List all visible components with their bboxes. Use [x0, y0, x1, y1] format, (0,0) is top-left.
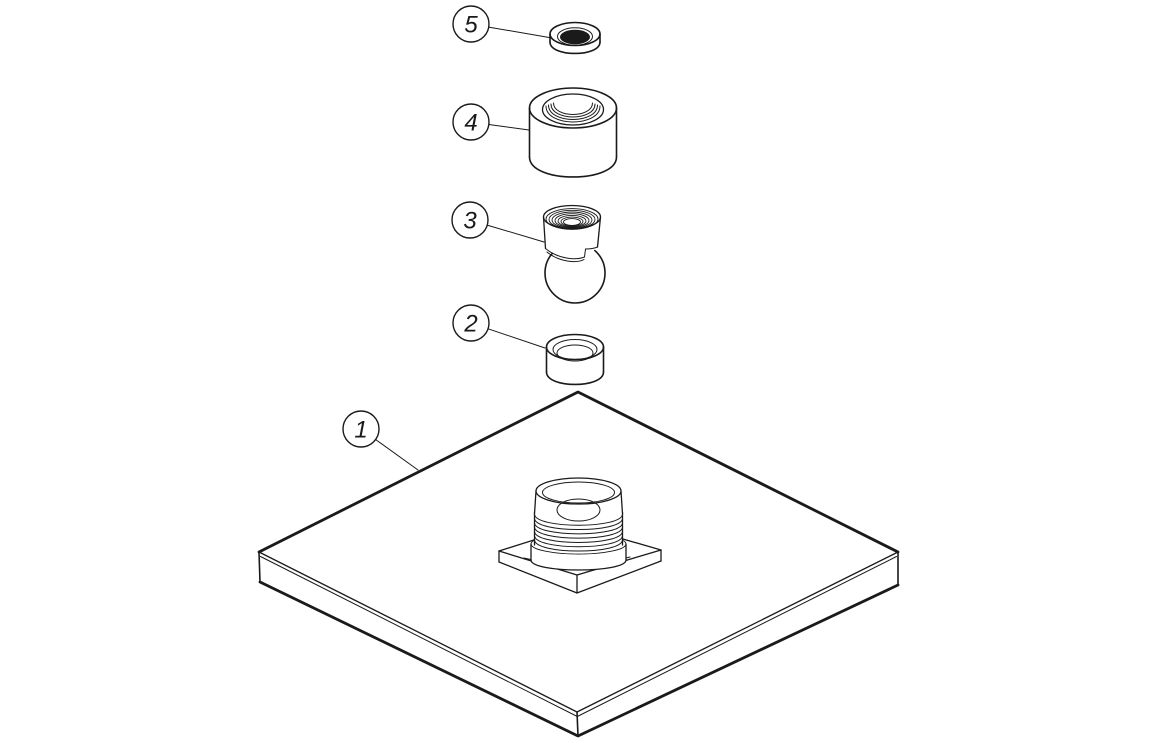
- boss-base-bottom-edges: [498, 560, 662, 594]
- callout-4-balloon: [452, 103, 490, 141]
- callout-1-number: 1: [354, 417, 367, 444]
- washer-bore-rim: [557, 27, 593, 46]
- callout-3-number: 3: [463, 208, 477, 235]
- plate-back-edges: [257, 390, 900, 554]
- callout-4-number: 4: [464, 110, 477, 137]
- part-seal-washer: [549, 21, 601, 55]
- nut-bottom-rim: [528, 156, 618, 178]
- callout-3: 3: [451, 201, 545, 243]
- connector-inner-rim: [542, 481, 615, 504]
- callout-2-leader: [487, 328, 546, 349]
- nut-top-rim: [528, 87, 618, 129]
- washer-bore-fill: [560, 29, 590, 45]
- socket-shoulder: [545, 246, 598, 263]
- plate-corner-edges: [258, 551, 899, 737]
- part-ball-joint: [542, 204, 606, 304]
- nut-walls: [528, 107, 618, 158]
- callout-2-number: 2: [463, 311, 477, 338]
- callout-1-leader: [375, 439, 419, 471]
- socket-walls: [542, 216, 602, 250]
- nut-inner-rim: [541, 93, 605, 126]
- nut-internal-threads: [545, 102, 601, 123]
- ring-bottom-rim: [545, 371, 605, 386]
- callouts: 5 4 3 2 1: [342, 5, 553, 471]
- socket-internal-threads: [545, 208, 599, 230]
- callout-5-leader: [488, 26, 553, 39]
- callout-2-balloon: [452, 304, 490, 342]
- callout-1: 1: [342, 410, 419, 471]
- callout-3-balloon: [451, 201, 489, 239]
- washer-bottom-rim: [549, 41, 601, 55]
- callout-5-balloon: [452, 5, 490, 43]
- callout-5: 5: [452, 5, 553, 43]
- callout-3-leader: [486, 224, 545, 243]
- callout-4-leader: [488, 124, 530, 131]
- ring-bore-bottom: [556, 344, 594, 362]
- boss-base-verticals: [498, 549, 662, 594]
- part-retaining-ring: [545, 333, 605, 386]
- ring-walls: [545, 346, 605, 373]
- callout-1-balloon: [342, 410, 380, 448]
- callout-4: 4: [452, 103, 530, 141]
- part-collar-nut: [528, 87, 618, 178]
- connector-thread-crests: [534, 513, 623, 552]
- connector-collar-bottom: [530, 559, 627, 571]
- ring-bore-top: [552, 339, 598, 360]
- connector-collar-walls: [530, 543, 627, 561]
- plate-connector-boss: [498, 477, 662, 594]
- callout-5-number: 5: [464, 12, 478, 39]
- connector-neck-walls: [533, 490, 624, 515]
- callout-2: 2: [452, 304, 546, 349]
- connector-bore: [556, 498, 601, 522]
- connector-thread-silhouette: [533, 511, 624, 546]
